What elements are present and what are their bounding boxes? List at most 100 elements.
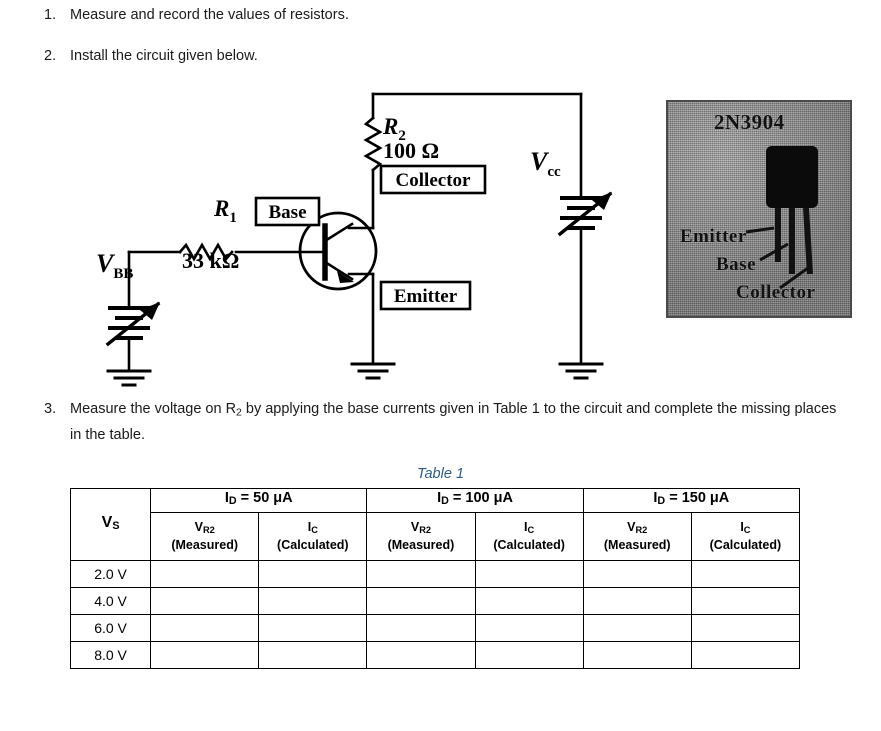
- cell-input[interactable]: [258, 614, 368, 642]
- cell-input[interactable]: [690, 587, 801, 615]
- cell-vs-value: 4.0 V: [69, 587, 152, 615]
- terminal-label-base: Base: [254, 196, 321, 227]
- cell-vs-value: 2.0 V: [69, 560, 152, 588]
- cell-input[interactable]: [366, 641, 476, 669]
- table-row: 4.0 V: [69, 587, 801, 615]
- step-3-number: 3.: [44, 401, 57, 417]
- variable-arrowheads: [140, 192, 612, 320]
- header-group-0-suffix: = 50 μA: [236, 490, 293, 507]
- header-group-ib-150: ID = 150 μA: [582, 488, 801, 513]
- terminal-label-emitter-text: Emitter: [394, 286, 458, 307]
- label-r2-value: 100 Ω: [383, 138, 439, 163]
- cell-input[interactable]: [474, 614, 584, 642]
- step-3-subscript: 2: [236, 407, 242, 419]
- measurement-table: VS ID = 50 μA ID = 100 μA ID = 150 μA VR…: [69, 488, 801, 669]
- cell-input[interactable]: [366, 560, 476, 588]
- transistor-collector-slope: [323, 222, 354, 243]
- cell-input[interactable]: [150, 587, 260, 615]
- circuit-schematic: R2 100 Ω R1 33 kΩ VBB Vcc Base Collector: [96, 92, 613, 387]
- cell-input[interactable]: [366, 587, 476, 615]
- table-subheader-row: VR2 (Measured) IC (Calculated) VR2 (Meas…: [71, 512, 801, 561]
- step-3-text-before: Measure the voltage on R: [70, 401, 237, 417]
- schematic-labels: R2 100 Ω R1 33 kΩ VBB Vcc: [96, 114, 561, 282]
- subheader-0-sub: R2: [202, 524, 215, 535]
- terminal-label-collector-text: Collector: [396, 170, 471, 191]
- cell-input[interactable]: [690, 614, 801, 642]
- cell-input[interactable]: [582, 641, 692, 669]
- table-header-group-row: VS ID = 50 μA ID = 100 μA ID = 150 μA: [69, 488, 801, 561]
- cell-input[interactable]: [150, 560, 260, 588]
- subheader-ic-100: IC (Calculated): [474, 512, 584, 561]
- label-r1-value: 33 kΩ: [182, 248, 239, 273]
- header-group-1-prefix: I: [437, 490, 442, 507]
- header-vs-symbol: V: [101, 513, 113, 531]
- cell-input[interactable]: [690, 641, 801, 669]
- subheader-ic-50: IC (Calculated): [258, 512, 368, 561]
- label-vbb: VBB: [96, 249, 133, 282]
- resistor-r1-symbol: [178, 242, 234, 262]
- header-group-1-suffix: = 100 μA: [448, 490, 513, 507]
- step-2-number: 2.: [44, 48, 57, 64]
- terminal-label-emitter: Emitter: [379, 280, 472, 311]
- cell-input[interactable]: [150, 641, 260, 669]
- pointer-collector: [779, 266, 809, 290]
- transistor-lead-3: [803, 207, 813, 275]
- label-vcc: Vcc: [530, 147, 561, 180]
- subheader-vr2-100: VR2 (Measured): [366, 512, 476, 561]
- step-3-text: Measure the voltage on R2 by applying th…: [70, 398, 844, 446]
- subheader-0-qualifier: (Measured): [171, 537, 239, 552]
- transistor-emitter-slope: [323, 260, 354, 281]
- terminal-label-boxes: Base Collector Emitter: [254, 164, 487, 311]
- header-group-0-sub: D: [228, 495, 237, 508]
- cell-input[interactable]: [474, 560, 584, 588]
- cell-input[interactable]: [474, 641, 584, 669]
- cell-input[interactable]: [690, 560, 801, 588]
- transistor-emitter-arrowhead: [337, 271, 354, 283]
- cell-vs-value: 8.0 V: [69, 641, 152, 669]
- transistor-photo: 2N3904 Emitter Base Collector: [666, 100, 852, 318]
- cell-vs-value: 6.0 V: [69, 614, 152, 642]
- step-3-text-after: by applying the base currents given in T…: [70, 401, 837, 444]
- label-r1: R1: [213, 196, 237, 226]
- table-row: 8.0 V: [69, 641, 801, 669]
- table-row: 2.0 V: [69, 560, 801, 588]
- instruction-step-3: 3. Measure the voltage on R2 by applying…: [44, 398, 844, 446]
- photo-label-collector: Collector: [736, 282, 816, 303]
- step-1-number: 1.: [44, 7, 57, 23]
- subheader-4-sub: R2: [635, 524, 648, 535]
- header-group-1-sub: D: [441, 495, 449, 508]
- cell-input[interactable]: [582, 614, 692, 642]
- header-group-2-prefix: I: [653, 490, 658, 507]
- header-group-0-prefix: I: [224, 490, 229, 507]
- resistor-r2-symbol: [363, 116, 383, 172]
- table-row: 6.0 V: [69, 614, 801, 642]
- cell-input[interactable]: [258, 587, 368, 615]
- subheader-4-qualifier: (Measured): [603, 537, 671, 552]
- cell-input[interactable]: [258, 641, 368, 669]
- ground-symbol-vcc: [558, 362, 604, 380]
- cell-input[interactable]: [474, 587, 584, 615]
- step-1-text: Measure and record the values of resisto…: [70, 7, 349, 23]
- photo-transistor-drawing: [745, 146, 818, 290]
- photo-part-number: 2N3904: [714, 110, 785, 134]
- label-r2: R2: [382, 114, 406, 144]
- variable-arrow-vbb-head: [140, 302, 160, 320]
- cell-input[interactable]: [150, 614, 260, 642]
- subheader-5-qualifier: (Calculated): [709, 537, 782, 552]
- subheader-2-symbol: V: [410, 520, 420, 535]
- circuit-diagram-figure: R2 100 Ω R1 33 kΩ VBB Vcc Base Collector: [0, 86, 881, 391]
- instruction-step-2: 2. Install the circuit given below.: [44, 45, 644, 67]
- step-2-text: Install the circuit given below.: [70, 48, 258, 64]
- pointer-base: [759, 242, 789, 262]
- cell-input[interactable]: [582, 587, 692, 615]
- cell-input[interactable]: [582, 560, 692, 588]
- subheader-2-sub: R2: [419, 524, 432, 535]
- subheader-5-symbol: I: [740, 520, 744, 535]
- subheader-vr2-150: VR2 (Measured): [582, 512, 692, 561]
- ground-symbol-vbb: [106, 369, 152, 387]
- subheader-2-qualifier: (Measured): [387, 537, 455, 552]
- cell-input[interactable]: [366, 614, 476, 642]
- cell-input[interactable]: [258, 560, 368, 588]
- terminal-label-collector: Collector: [379, 164, 487, 195]
- header-group-2-sub: D: [657, 495, 666, 508]
